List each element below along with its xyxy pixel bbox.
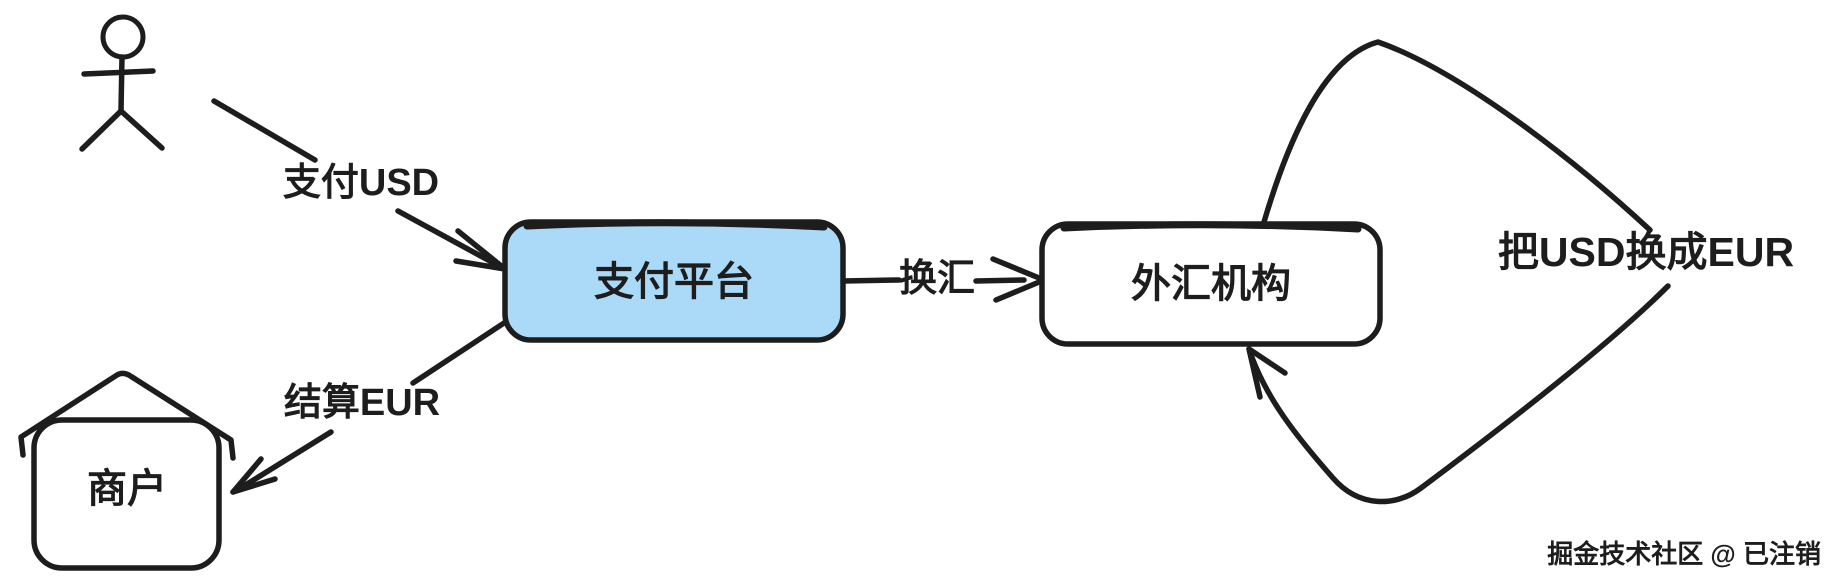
watermark-main-text: 掘金技术社区 @ 已注销 [1547,539,1821,569]
node-merchant-label: 商户 [87,467,167,511]
edge-exchange-line-1 [840,277,902,284]
arrowhead [230,476,278,495]
arrowhead [453,258,508,272]
stick-figure-head [100,14,146,60]
arrowhead [1246,346,1288,376]
stick-figure-body [118,54,125,114]
edge-settle-eur-line-2 [236,429,334,492]
node-fx-agency [1039,221,1383,347]
arrowhead [1246,346,1263,400]
edge-convert-loop-bottom-arc [1247,283,1671,505]
node-payment-platform-label: 支付平台 [594,260,754,304]
edge-exchange [840,256,1047,303]
user-stick-figure-icon [79,14,165,152]
edge-convert-loop-top-arc [1261,39,1653,233]
node-fx-agency-label: 外汇机构 [1131,262,1291,306]
stick-figure-arms [81,68,156,77]
edge-convert-loop [1246,39,1671,505]
edge-pay-usd-line-1 [211,98,318,163]
edge-pay-usd-line-2 [395,208,502,269]
edge-label-pay-usd: 支付USD [283,162,439,204]
edge-exchange-line-2 [973,277,1027,284]
edge-label-convert-loop: 把USD换成EUR [1498,229,1794,275]
merchant-house-roof-icon [18,370,236,461]
arrowhead [230,456,264,495]
node-fx-agency-top-stroke [1060,221,1362,233]
edge-label-settle-eur: 结算EUR [284,382,440,424]
node-payment-platform-top-stroke [523,219,828,231]
stick-figure-left-leg [79,108,124,152]
node-merchant [18,370,236,571]
arrowhead [990,256,1047,283]
watermark-shadow-text: 掘金技术社区 @ 已注销 [1549,541,1823,571]
edge-pay-usd [211,98,508,272]
stick-figure-right-leg [118,108,165,151]
edge-label-exchange: 换汇 [899,258,975,300]
arrowhead [455,228,508,272]
watermark: 掘金技术社区 @ 已注销 掘金技术社区 @ 已注销 [1547,539,1823,571]
merchant-house-body [31,417,222,571]
arrowhead [993,277,1047,303]
edge-settle-eur-line-1 [410,320,507,386]
edge-settle-eur [230,320,507,495]
